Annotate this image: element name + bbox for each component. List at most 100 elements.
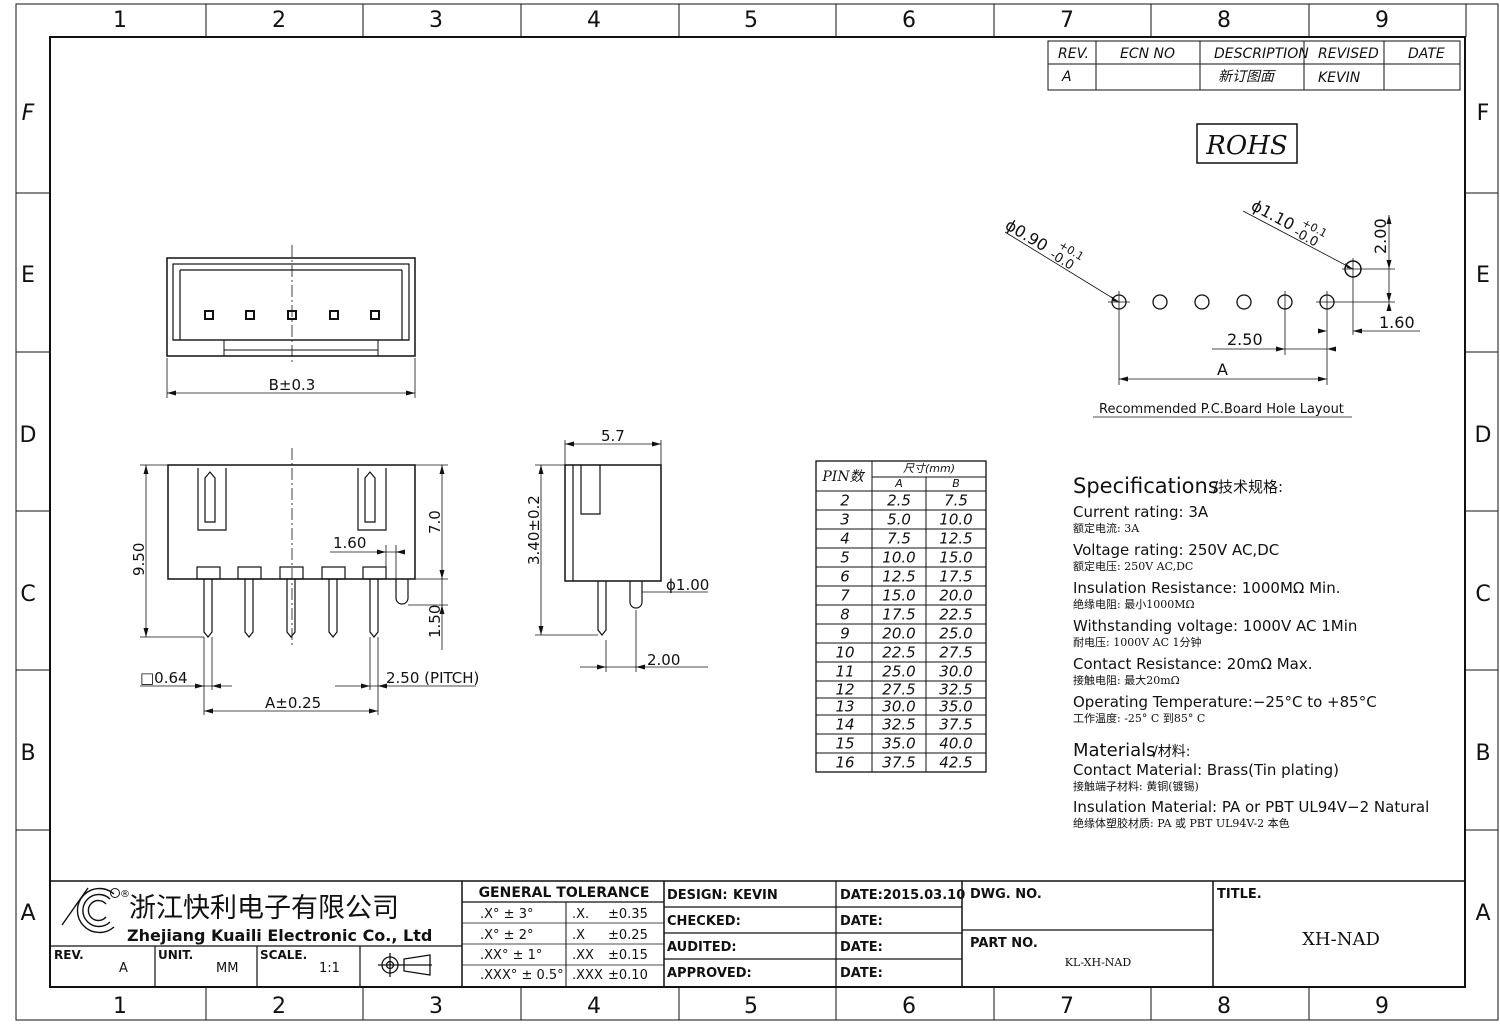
dim-b-cell: 37.5 (939, 716, 972, 734)
general-tolerance-title: GENERAL TOLERANCE (479, 885, 650, 901)
title-value: XH-NAD (1302, 929, 1380, 950)
dim-100-label: ϕ1.00 (666, 576, 709, 594)
scale-label: SCALE. (260, 948, 307, 962)
title-label: TITLE. (1217, 887, 1262, 902)
spec-item-en: Insulation Resistance: 1000MΩ Min. (1073, 579, 1341, 597)
dim-160-label: 1.60 (333, 534, 366, 552)
angle-tolerance: .X° ± 3° (480, 907, 533, 922)
dim-b-cell: 27.5 (939, 644, 972, 662)
dim-b-cell: 15.0 (939, 549, 972, 567)
dim-70-label: 7.0 (426, 510, 444, 534)
date-value-design: 2015.03.10 (883, 888, 965, 903)
material-item-en: Insulation Material: PA or PBT UL94V−2 N… (1073, 798, 1429, 816)
rev-value: A (1061, 69, 1072, 85)
dim-064-label: □0.64 (140, 669, 188, 687)
specifications: Specifications /技术规格: Current rating: 3A… (1073, 474, 1429, 830)
date-label-checked: DATE: (840, 914, 883, 929)
registered-mark: ® (120, 889, 130, 900)
ecn-header: ECN NO (1120, 46, 1175, 62)
column-label-bottom: 6 (902, 994, 916, 1019)
spec-item-cn: 额定电流: 3A (1073, 521, 1140, 535)
pin-count-cell: 7 (840, 587, 850, 605)
date-label-approved: DATE: (840, 966, 883, 981)
outer-frame (15, 3, 1499, 1021)
unit-value: MM (216, 961, 238, 976)
pcb-hole-layout (1004, 210, 1420, 418)
dim-a-cell: 17.5 (882, 606, 915, 624)
row-label-left: D (20, 423, 37, 448)
angle-tolerance: .X° ± 2° (480, 928, 533, 943)
material-item-cn: 绝缘体塑胶材质: PA 或 PBT UL94V-2 本色 (1073, 816, 1290, 830)
dim-a-cell: 32.5 (882, 716, 915, 734)
dim-a-cell: 20.0 (882, 625, 915, 643)
row-label-left: A (20, 901, 35, 926)
linear-tolerance-value: ±0.35 (608, 907, 648, 922)
linear-tolerance-key: .XXX (572, 968, 603, 983)
pin-table-size-header: 尺寸(mm) (903, 462, 955, 475)
pin-count-cell: 11 (835, 663, 854, 681)
dim-b-cell: 25.0 (939, 625, 972, 643)
angle-tolerance: .XX° ± 1° (480, 948, 542, 963)
column-label-top: 6 (902, 8, 916, 33)
rohs-mark: ROHS (1196, 123, 1298, 164)
column-label-top: 5 (744, 8, 758, 33)
dim-a-cell: 2.5 (887, 492, 911, 510)
pin-count-cell: 10 (835, 644, 854, 662)
pin-table-pin-header: PIN数 (821, 469, 865, 485)
spec-item-en: Withstanding voltage: 1000V AC 1Min (1073, 617, 1357, 635)
row-label-right: C (1475, 582, 1490, 607)
dim-a-cell: 25.0 (882, 663, 915, 681)
spec-item-cn: 工作温度: -25° C 到85° C (1073, 711, 1205, 725)
column-label-bottom: 7 (1060, 994, 1074, 1019)
dim-a-cell: 22.5 (882, 644, 915, 662)
column-label-bottom: 2 (272, 994, 286, 1019)
rev-value: A (119, 961, 128, 976)
dim-150-label: 1.50 (426, 605, 444, 638)
dim-a-cell: 37.5 (882, 754, 915, 772)
linear-tolerance-value: ±0.10 (608, 968, 648, 983)
pcb-dim-160-label: 1.60 (1379, 313, 1415, 332)
hole-small-dia-label: ϕ0.90 (1002, 215, 1051, 255)
material-item-cn: 接触端子材料: 黄铜(镀锡) (1073, 779, 1199, 793)
linear-tolerance-key: .X. (572, 907, 589, 922)
linear-tolerance-key: .X (572, 928, 585, 943)
row-label-left: B (20, 741, 35, 766)
design-value: KEVIN (733, 888, 778, 903)
linear-tolerance-value: ±0.25 (608, 928, 648, 943)
dim-200-label: 2.00 (647, 651, 680, 669)
part-no-label: PART NO. (970, 936, 1038, 951)
pin-count-cell: 5 (840, 549, 850, 567)
spec-item-en: Current rating: 3A (1073, 503, 1209, 521)
material-item-en: Contact Material: Brass(Tin plating) (1073, 761, 1339, 779)
column-label-top: 3 (429, 8, 443, 33)
dim-a-cell: 10.0 (882, 549, 915, 567)
dim-a-cell: 15.0 (882, 587, 915, 605)
audited-label: AUDITED: (667, 940, 737, 955)
top-view (166, 245, 416, 398)
row-label-left: E (21, 263, 35, 288)
row-label-right: B (1475, 741, 1490, 766)
dim-a-cell: 5.0 (887, 511, 911, 529)
column-label-bottom: 4 (587, 994, 601, 1019)
description-value: 新订图面 (1218, 69, 1276, 85)
dim-b-cell: 12.5 (939, 530, 972, 548)
column-label-top: 1 (113, 8, 127, 33)
angle-tolerance: .XXX° ± 0.5° (480, 968, 564, 983)
pin-table-col-a: A (894, 477, 903, 490)
hole-big-dia-label: ϕ1.10 (1248, 196, 1298, 234)
dim-b-cell: 7.5 (944, 492, 968, 510)
pin-count-cell: 9 (840, 625, 850, 643)
revised-header: REVISED (1318, 46, 1379, 62)
linear-tolerance-value: ±0.15 (608, 948, 648, 963)
row-label-right: F (1477, 101, 1490, 126)
dim-a-cell: 12.5 (882, 568, 915, 586)
dim-a-cell: 30.0 (882, 698, 915, 716)
spec-title-en: Specifications (1073, 474, 1219, 498)
dim-b-label: B±0.3 (269, 376, 316, 394)
revised-value: KEVIN (1318, 70, 1361, 86)
row-label-left: F (22, 101, 35, 126)
column-label-bottom: 3 (429, 994, 443, 1019)
